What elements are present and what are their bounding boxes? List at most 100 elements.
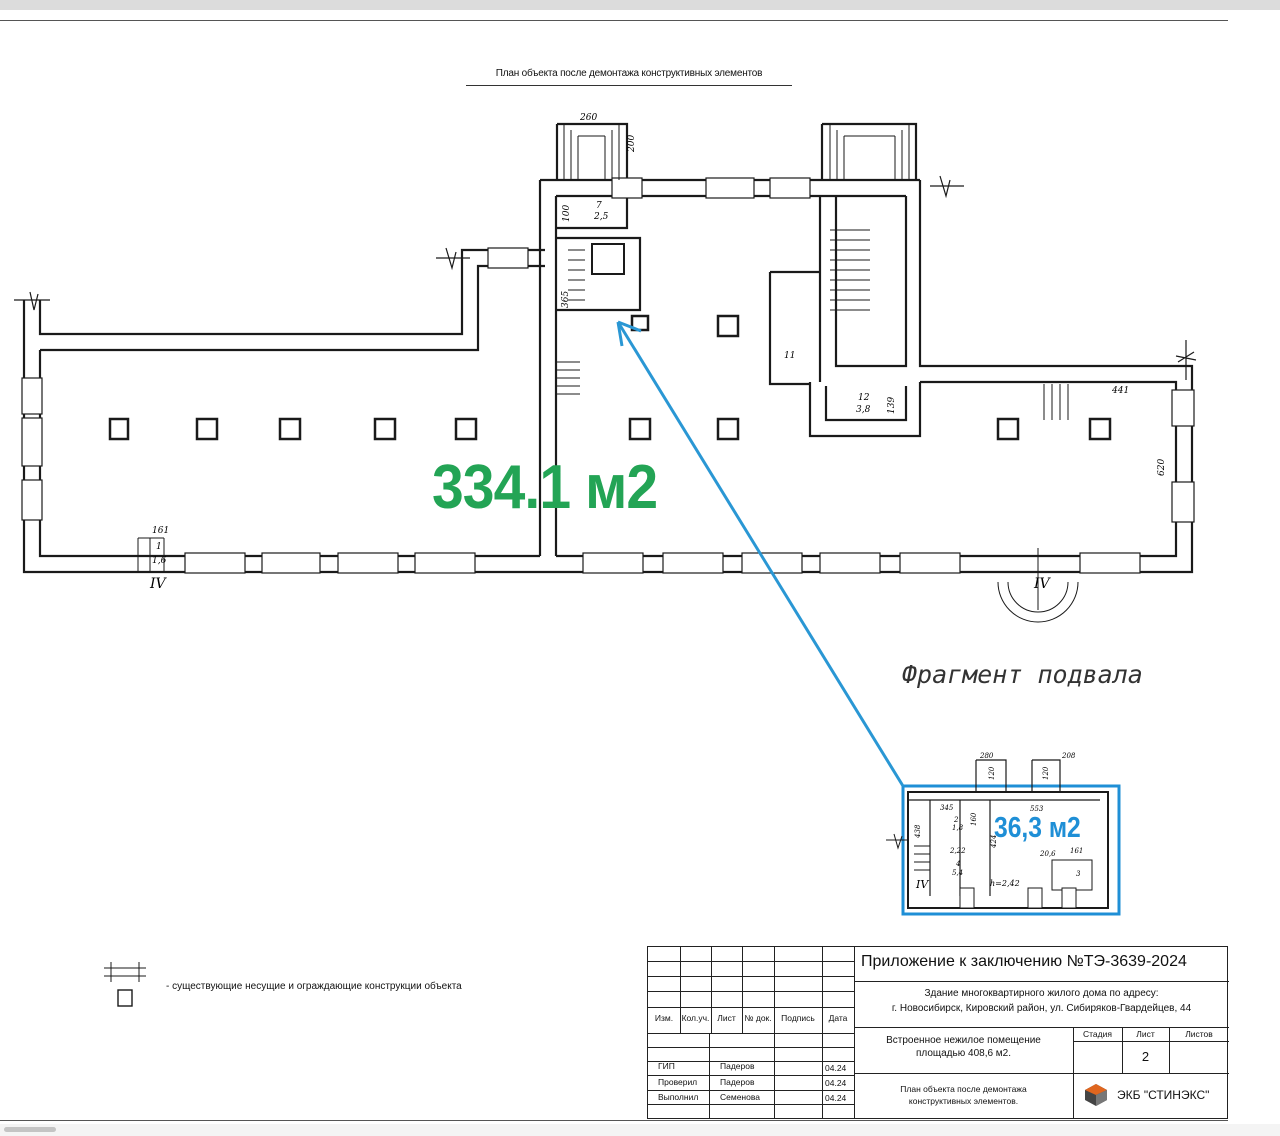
window-openings [21, 177, 1195, 574]
grid-line [648, 1007, 854, 1008]
row-role-2: Проверил [658, 1077, 698, 1087]
fragment-height-label: h=2,42 [990, 879, 1020, 888]
row-name-2: Падеров [720, 1077, 755, 1087]
room-1-area: 1,6 [152, 556, 167, 566]
main-area-label: 334.1 м2 [432, 453, 658, 522]
row-date-1: 04.24 [825, 1063, 847, 1073]
sheet-number: 2 [1141, 1049, 1150, 1064]
legend-text: - существующие несущие и ограждающие кон… [166, 981, 462, 992]
grid-line [648, 1033, 854, 1034]
grid-line [648, 1104, 854, 1105]
viewer-top-bar [0, 0, 1280, 10]
grid-line [709, 1033, 710, 1119]
room-12-area: 3,8 [856, 405, 871, 415]
fragment-dim-c: 120 [988, 766, 996, 780]
room-1-number: 1 [156, 542, 162, 552]
stage-header: Стадия [1083, 1029, 1112, 1039]
grid-line [711, 947, 712, 1033]
legend-symbol [104, 962, 146, 1007]
grid-line [680, 947, 681, 1033]
fragment-label-small3: 5,4 [952, 869, 963, 877]
dim-441: 441 [1111, 386, 1129, 396]
sheet-title-underline [466, 85, 792, 86]
fragment-outer-walls [907, 791, 1109, 909]
sheet-header: Лист [1136, 1029, 1155, 1039]
break-marks [14, 175, 1197, 380]
room-7-area: 2,5 [593, 212, 609, 222]
company-logo-icon [1084, 1083, 1108, 1107]
fragment-label-small1: 1,8 [952, 824, 964, 832]
grid-line [1122, 1027, 1123, 1073]
header-data: Дата [828, 1013, 848, 1023]
grid-line [1169, 1027, 1170, 1073]
header-izm: Изм. [654, 1013, 674, 1023]
row-role-3: Выполнил [658, 1092, 699, 1102]
title-block: Изм. Кол.уч. Лист № док. Подпись Дата ГИ… [647, 946, 1229, 1119]
fragment-dim-j: 161 [1070, 847, 1083, 855]
fragment-highlight-frame [901, 784, 1121, 916]
fragment-axis-label: IV [915, 878, 929, 891]
fragment-dim-g: 438 [914, 824, 922, 839]
page-top-border [0, 20, 1228, 21]
room-7-number: 7 [596, 201, 602, 211]
viewer-bottom-strip [0, 1124, 1280, 1136]
page-bottom-border [0, 1120, 1228, 1121]
fragment-title: Фрагмент подвала [902, 660, 1143, 689]
fragment-label-small2: 2,22 [949, 847, 966, 855]
fragment-room-3: 3 [1076, 870, 1081, 878]
fragment-room-4: 4 [955, 860, 960, 868]
fragment-label-small4: 20,6 [1039, 850, 1056, 858]
row-role-1: ГИП [658, 1061, 675, 1071]
row-name-3: Семенова [720, 1092, 761, 1102]
fragment-dim-b: 208 [1061, 752, 1076, 760]
row-date-2: 04.24 [825, 1078, 847, 1088]
header-list: Лист [717, 1013, 736, 1023]
horizontal-scrollbar-thumb[interactable] [4, 1127, 56, 1132]
fragment-dim-f: 553 [1030, 805, 1044, 813]
dim-200: 200 [627, 135, 637, 153]
header-ndok: № док. [744, 1013, 772, 1023]
basement-fragment: 280 208 120 120 345 553 438 160 424 161 … [886, 752, 1121, 916]
grid-line [648, 961, 854, 962]
drawing-title-line-2: конструктивных элементов. [908, 1096, 1019, 1106]
row-name-1: Падеров [720, 1061, 755, 1071]
dim-100: 100 [562, 205, 572, 222]
company-name: ЭКБ "СТИНЭКС" [1117, 1088, 1210, 1102]
grid-line [854, 1073, 1229, 1074]
dim-260: 260 [579, 113, 597, 123]
grid-line [648, 1061, 854, 1062]
object-line-2: площадью 408,6 м2. [915, 1048, 1012, 1059]
grid-line [648, 1090, 854, 1091]
fragment-dim-d: 120 [1042, 766, 1050, 780]
grid-line [648, 1047, 854, 1048]
grid-line [854, 1027, 1229, 1028]
fragment-dim-i: 424 [990, 835, 998, 849]
arrow-fragment-to-plan [616, 320, 905, 787]
appendix-title: Приложение к заключению №ТЭ-3639-2024 [861, 953, 1187, 970]
sheets-header: Листов [1185, 1029, 1213, 1039]
dim-365: 365 [561, 291, 571, 308]
header-podp: Подпись [781, 1013, 815, 1023]
stairs [137, 124, 1079, 623]
fragment-dim-e: 345 [940, 804, 954, 812]
grid-line [742, 947, 743, 1033]
row-date-3: 04.24 [825, 1093, 847, 1103]
address-line-1: Здание многоквартирного жилого дома по а… [924, 988, 1159, 999]
room-11-number: 11 [784, 351, 795, 361]
axis-right-label: IV [1033, 576, 1052, 592]
grid-line [854, 981, 1229, 982]
fragment-room-2: 2 [953, 816, 959, 824]
axis-left-label: IV [149, 576, 168, 592]
grid-line [648, 1075, 854, 1076]
dim-620: 620 [1157, 459, 1167, 476]
object-line-1: Встроенное нежилое помещение [886, 1035, 1041, 1046]
header-kol: Кол.уч. [681, 1013, 710, 1023]
grid-line [648, 991, 854, 992]
sheet-title: План объекта после демонтажа конструктив… [495, 68, 763, 79]
grid-line [648, 976, 854, 977]
dim-161: 161 [152, 526, 169, 536]
grid-line [1073, 1041, 1229, 1042]
grid-line [854, 947, 855, 1119]
room-12-number: 12 [858, 393, 870, 403]
